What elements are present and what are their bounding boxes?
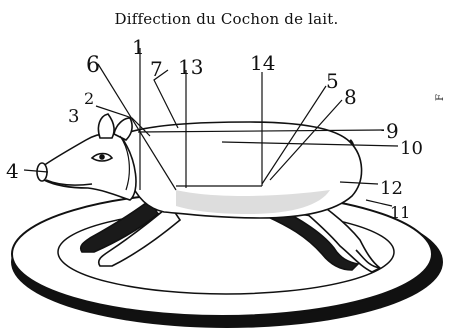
- label-1: 1: [132, 35, 145, 59]
- label-8: 8: [344, 85, 357, 109]
- label-11: 11: [390, 203, 410, 222]
- label-14: 14: [250, 51, 275, 75]
- label-5: 5: [326, 69, 339, 93]
- label-9: 9: [386, 119, 399, 143]
- label-4: 4: [6, 159, 19, 183]
- label-12: 12: [380, 178, 403, 199]
- label-3: 3: [68, 106, 79, 127]
- label-2: 2: [84, 89, 94, 108]
- label-6: 6: [86, 53, 100, 78]
- label-13: 13: [178, 55, 203, 79]
- label-10: 10: [400, 138, 423, 159]
- label-7: 7: [150, 57, 163, 81]
